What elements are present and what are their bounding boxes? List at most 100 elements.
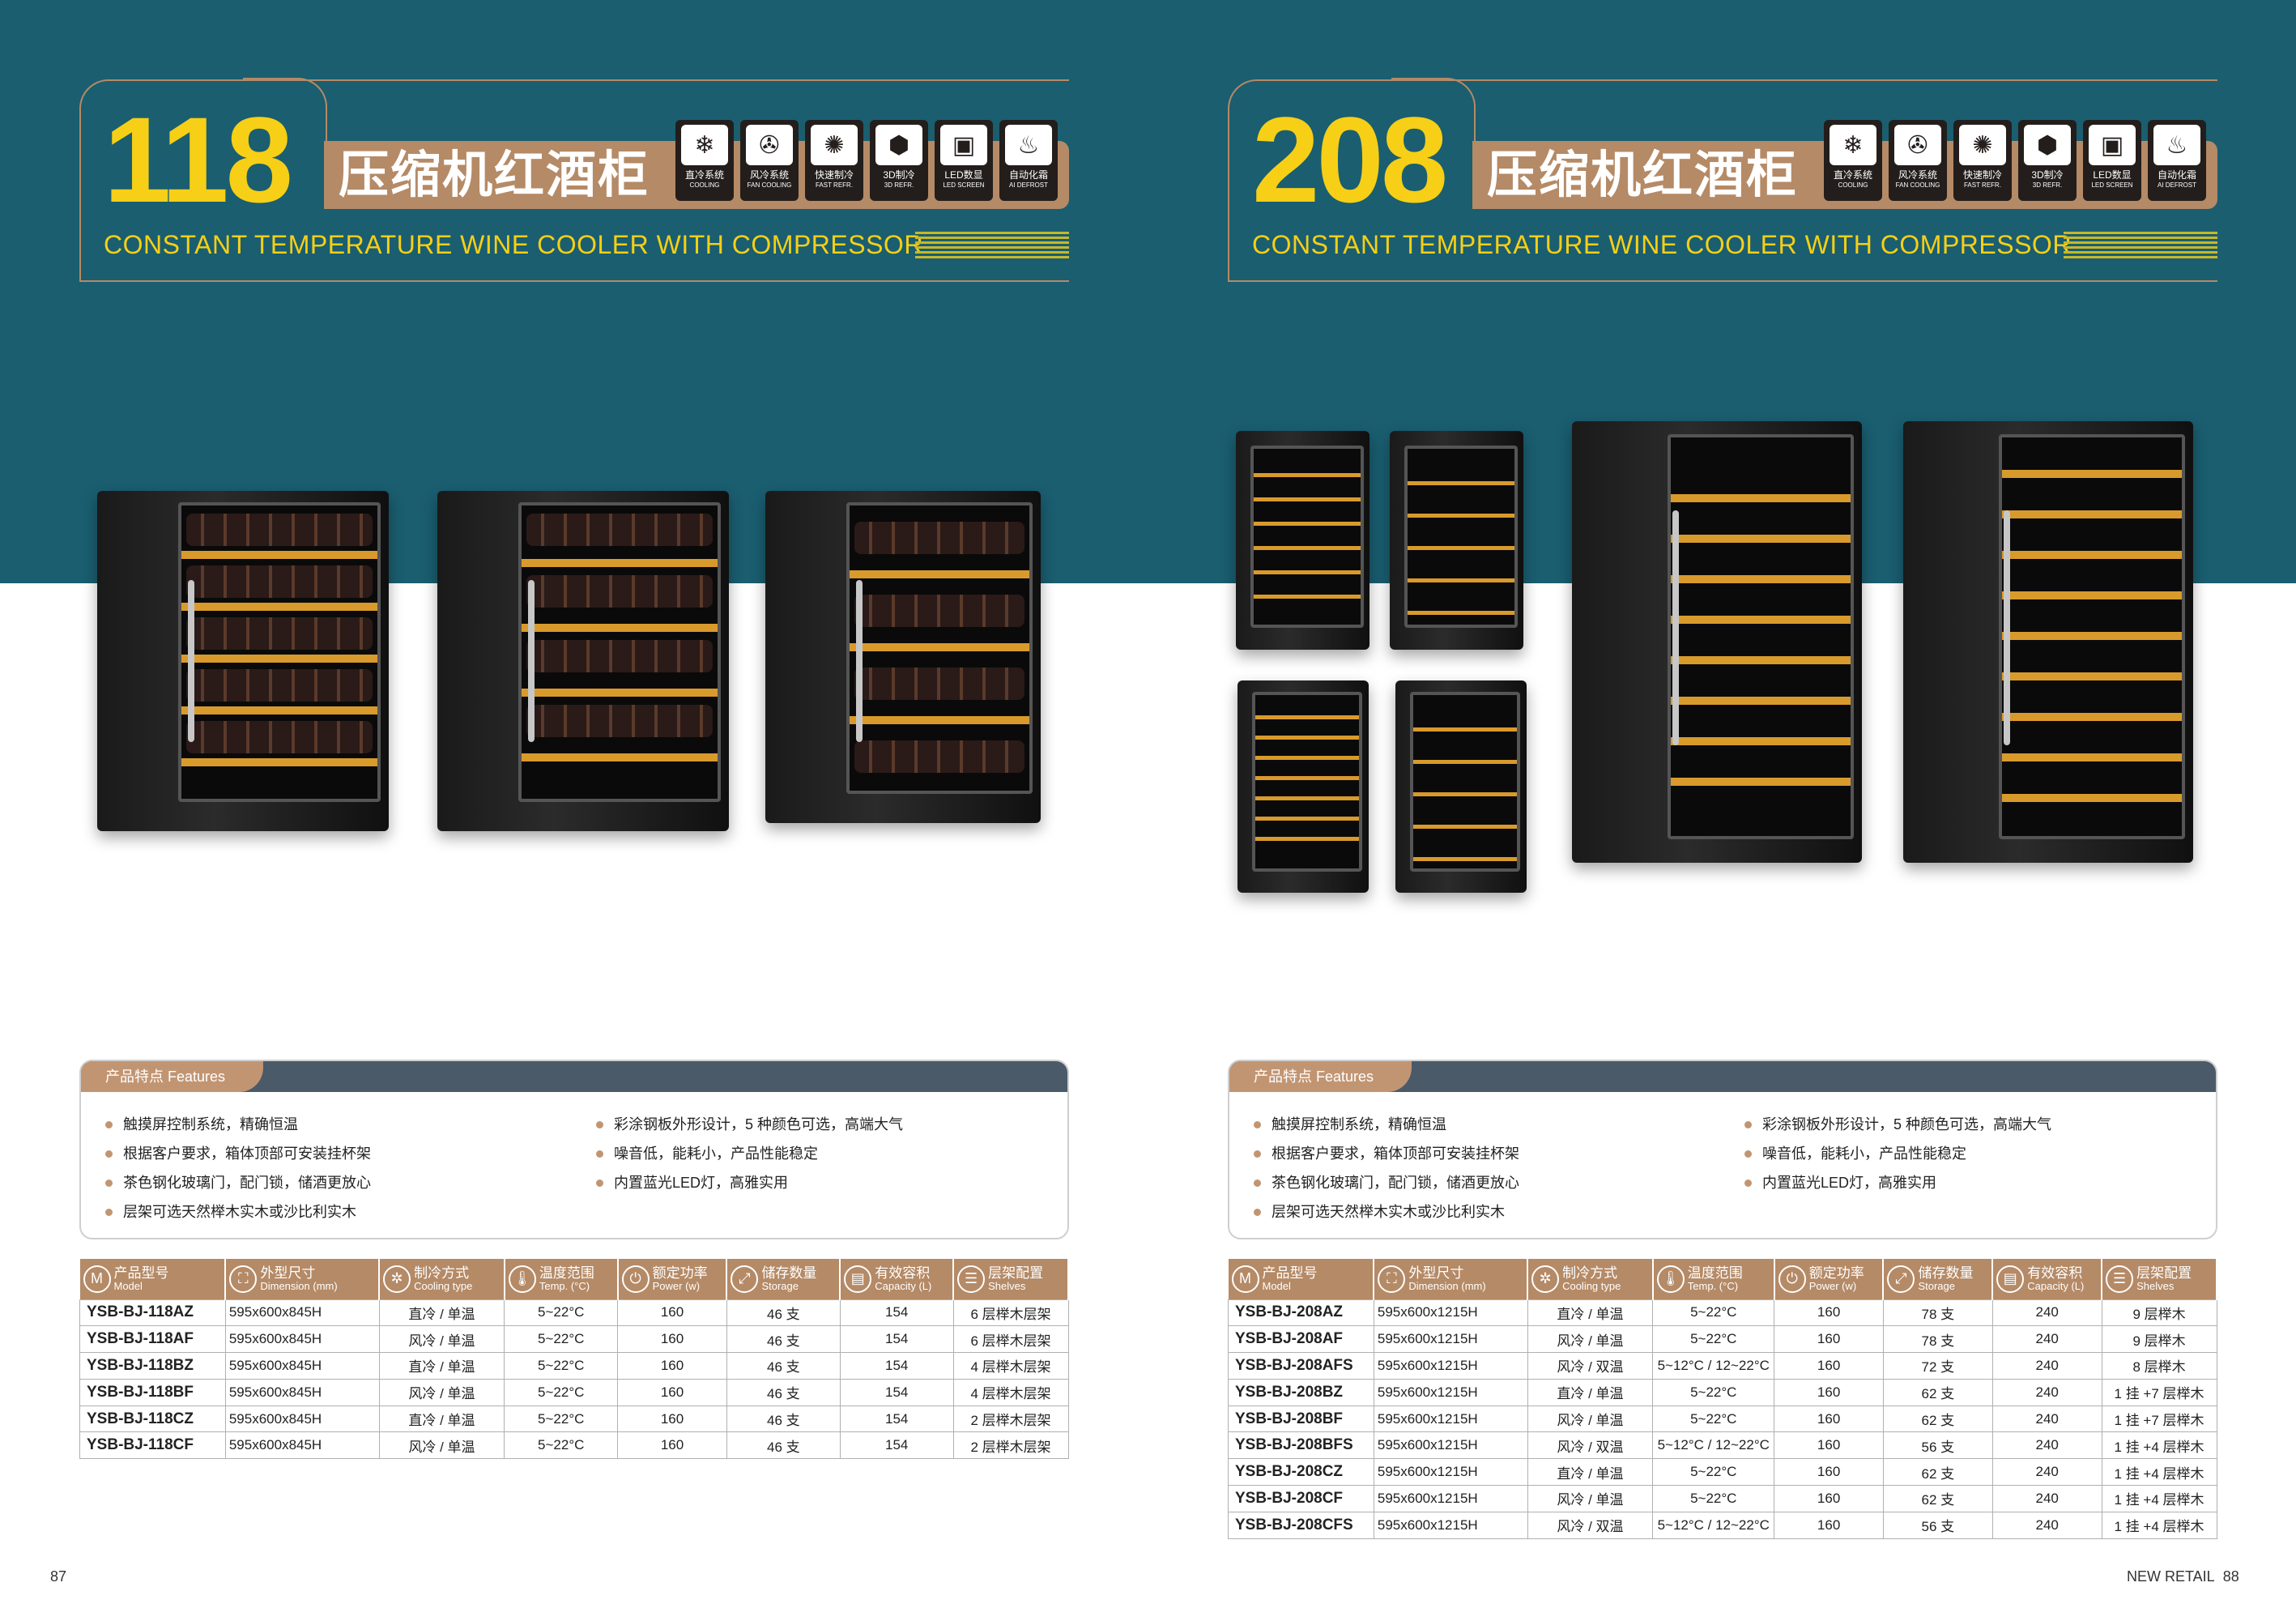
header-cn: 制冷方式 — [414, 1265, 470, 1281]
table-cell: 5~22°C — [504, 1405, 619, 1433]
door-handle — [2004, 510, 2010, 745]
page-label: NEW RETAIL — [2127, 1568, 2215, 1585]
table-cell: 5~12°C / 12~22°C — [1652, 1431, 1775, 1460]
table-cell: 直冷 / 单温 — [1527, 1299, 1654, 1327]
icon-label-en: FAST REFR. — [1963, 181, 2002, 189]
product-image-cabinet — [1390, 431, 1523, 650]
feature-item: 触摸屏控制系统，精确恒温 — [1254, 1110, 1519, 1139]
table-cell: 78 支 — [1882, 1299, 1993, 1327]
table-cell: 240 — [1991, 1378, 2102, 1406]
table-cell: YSB-BJ-118BZ — [79, 1352, 226, 1380]
table-cell: YSB-BJ-208AZ — [1228, 1299, 1374, 1327]
table-cell: 8 层榉木 — [2101, 1352, 2217, 1380]
table-cell: 风冷 / 单温 — [378, 1325, 505, 1354]
model-number: 118 — [104, 92, 293, 228]
table-cell: YSB-BJ-118AZ — [79, 1299, 226, 1327]
shelf — [1413, 727, 1517, 732]
header-cn: 储存数量 — [761, 1265, 817, 1281]
table-cell: 5~12°C / 12~22°C — [1652, 1352, 1775, 1380]
header-en: Cooling type — [1562, 1279, 1621, 1292]
icon-label-cn: 快速制冷 — [814, 169, 854, 181]
table-cell: 154 — [839, 1431, 954, 1460]
header-en: Capacity (L) — [2027, 1279, 2085, 1292]
table-cell: 直冷 / 单温 — [1527, 1378, 1654, 1406]
title-cn: 压缩机红酒柜 — [1487, 147, 1799, 203]
table-cell: YSB-BJ-208AF — [1228, 1325, 1374, 1354]
table-cell: 595x600x1215H — [1373, 1458, 1528, 1487]
table-cell: 595x600x1215H — [1373, 1431, 1528, 1460]
table-cell: 5~22°C — [1652, 1299, 1775, 1327]
header-frame — [79, 79, 1069, 282]
table-cell: YSB-BJ-208CF — [1228, 1485, 1374, 1512]
header-cn: 层架配置 — [988, 1265, 1044, 1281]
table-cell: YSB-BJ-208BF — [1228, 1405, 1374, 1433]
snowflake-icon: ❄ — [1830, 125, 1876, 165]
page-number: 87 — [50, 1568, 67, 1585]
table-cell: 160 — [617, 1431, 727, 1460]
table-cell: 直冷 / 单温 — [1527, 1458, 1654, 1487]
shelf — [1255, 776, 1359, 780]
table-cell: 78 支 — [1882, 1325, 1993, 1354]
table-cell: 595x600x845H — [224, 1325, 380, 1354]
cube-icon: ⬢ — [875, 125, 922, 165]
header-cn: 有效容积 — [875, 1265, 931, 1281]
shelf — [2002, 632, 2182, 640]
table-cell: 240 — [1991, 1352, 2102, 1380]
shelf — [1255, 756, 1359, 760]
table-cell: 595x600x1215H — [1373, 1405, 1528, 1433]
table-cell: 160 — [1774, 1511, 1884, 1539]
shelf — [1671, 656, 1851, 664]
header-en: Dimension (mm) — [260, 1279, 338, 1292]
shelf — [1254, 546, 1361, 550]
header-icon: ▤ — [844, 1265, 872, 1293]
table-cell: 4 层榉木层架 — [952, 1378, 1069, 1406]
table-cell: YSB-BJ-208BZ — [1228, 1378, 1374, 1406]
product-image-cabinet — [437, 491, 729, 831]
table-cell: 风冷 / 单温 — [1527, 1325, 1654, 1354]
feature-item: 茶色钢化玻璃门，配门锁，储酒更放心 — [1254, 1168, 1519, 1197]
header-cn: 温度范围 — [539, 1265, 594, 1281]
header-icon: ⤢ — [731, 1265, 759, 1293]
header-en: Power (w) — [652, 1279, 701, 1292]
header-icon: M — [83, 1265, 111, 1293]
header-en: Storage — [761, 1279, 799, 1292]
shelf — [1255, 736, 1359, 740]
table-cell: 160 — [1774, 1431, 1884, 1460]
shelf — [1255, 817, 1359, 821]
table-cell: 240 — [1991, 1511, 2102, 1539]
table-cell: 6 层榉木层架 — [952, 1299, 1069, 1327]
icon-label-cn: 快速制冷 — [1962, 169, 2002, 181]
table-cell: YSB-BJ-208CZ — [1228, 1458, 1374, 1487]
header-icon: ✲ — [1531, 1265, 1560, 1293]
shelf — [2002, 510, 2182, 518]
